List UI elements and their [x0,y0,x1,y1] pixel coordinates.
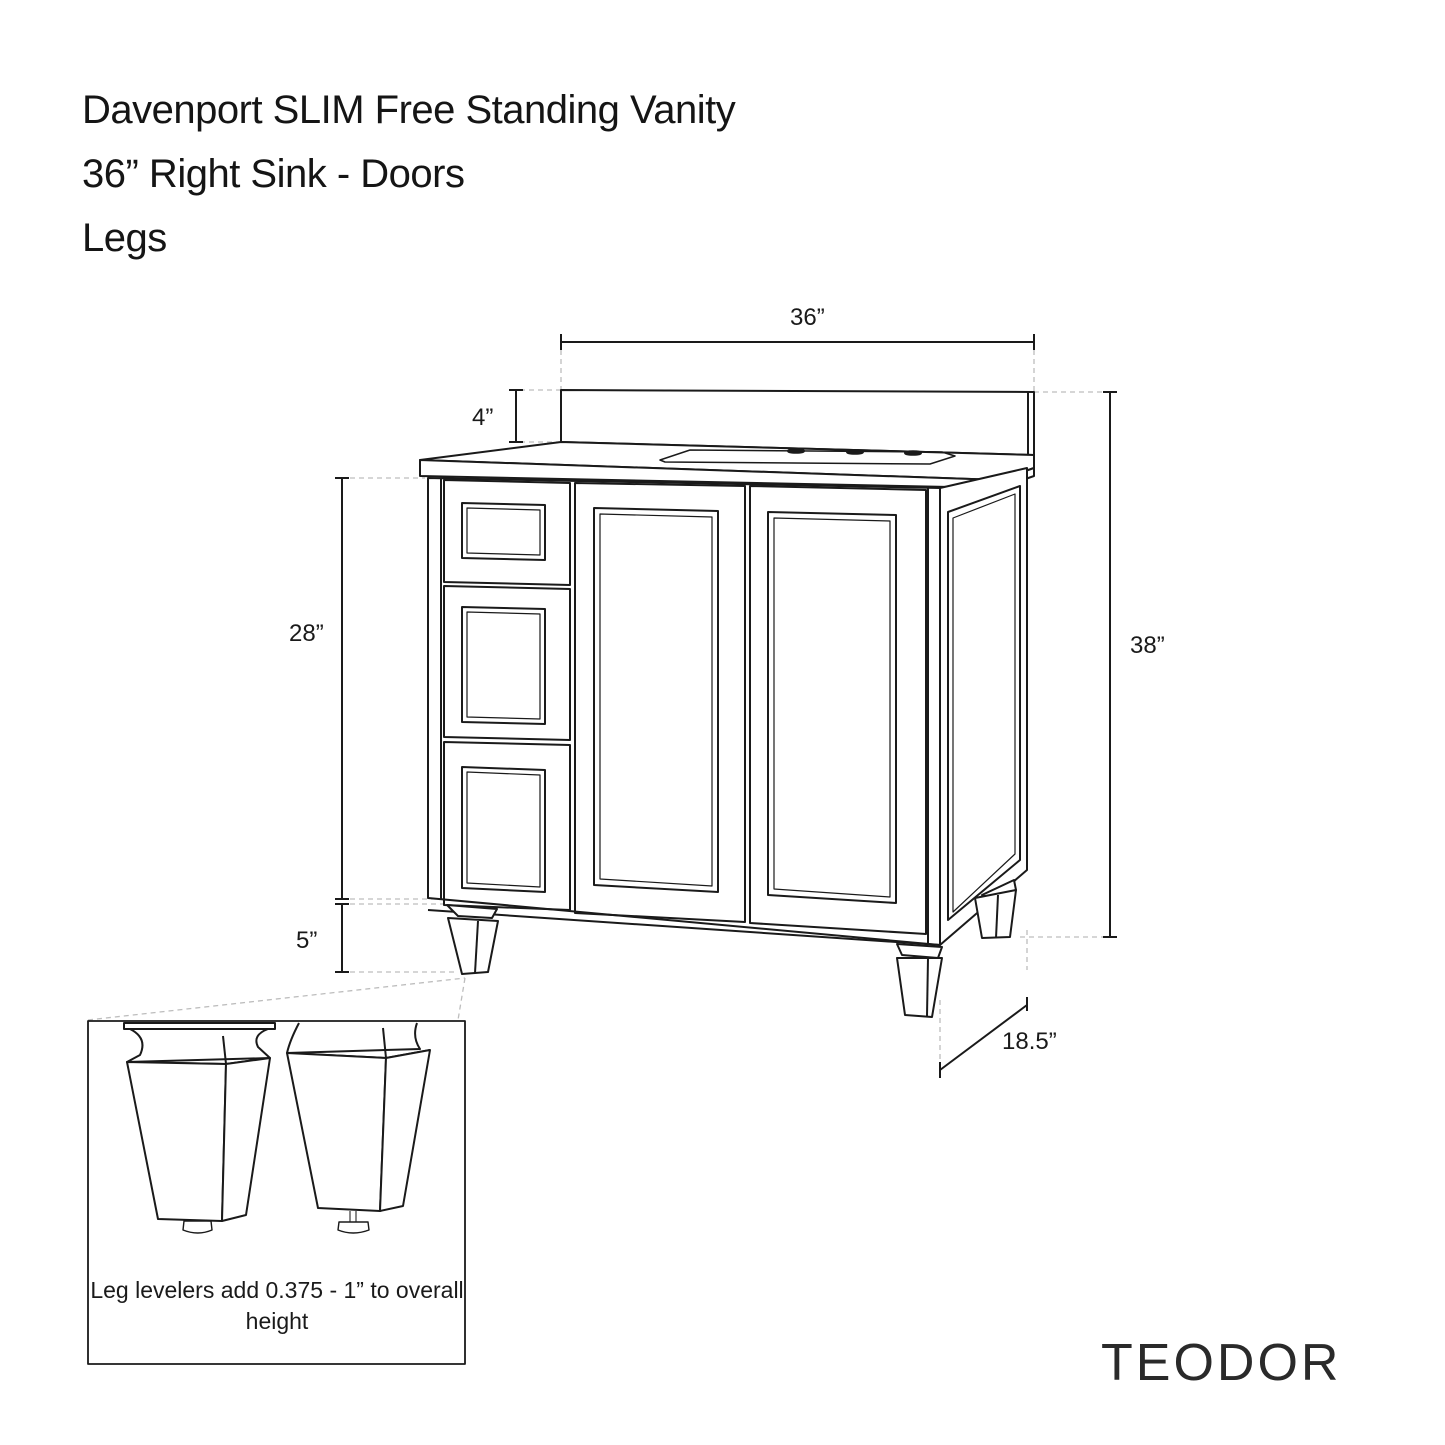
front-left-leg [446,904,499,975]
cabinet-side-panel [939,467,1028,946]
product-name: Davenport SLIM Free Standing Vanity [82,88,736,132]
overall-height-dimension-line [1103,391,1117,938]
extension-lines [87,350,1110,1070]
depth-dimension-line [939,997,1028,1078]
backsplash-dimension-line [509,389,523,443]
brand-logo: TEODOR [1101,1334,1342,1392]
cabinet-height-label: 28” [289,620,324,647]
product-configuration: 36” Right Sink - Doors [82,152,465,196]
leg-height-dimension-line [335,903,349,973]
right-door [749,485,927,935]
backsplash-height-label: 4” [472,404,494,431]
product-leg-style: Legs [82,216,167,260]
leg-height-label: 5” [296,927,318,954]
overall-height-label: 38” [1130,632,1165,659]
left-door [574,482,746,923]
depth-label: 18.5” [1002,1028,1057,1055]
cabinet-front [427,477,941,946]
drawer-3 [443,741,571,911]
drawer-2 [443,585,571,741]
inset-leg-extended-leveler [286,1022,431,1234]
leg-leveler-caption: Leg levelers add 0.375 - 1” to overall h… [90,1277,464,1334]
front-right-leg [896,943,943,1018]
width-dimension-label: 36” [790,304,825,331]
drawer-1 [443,479,571,586]
width-dimension-line [560,334,1035,350]
leg-detail-inset [87,1020,466,1365]
inset-leg-flush-leveler [123,1022,276,1234]
back-right-leg [974,879,1017,939]
cabinet-height-dimension-line [335,477,349,900]
title-block: Davenport SLIM Free Standing Vanity 36” … [82,78,736,270]
